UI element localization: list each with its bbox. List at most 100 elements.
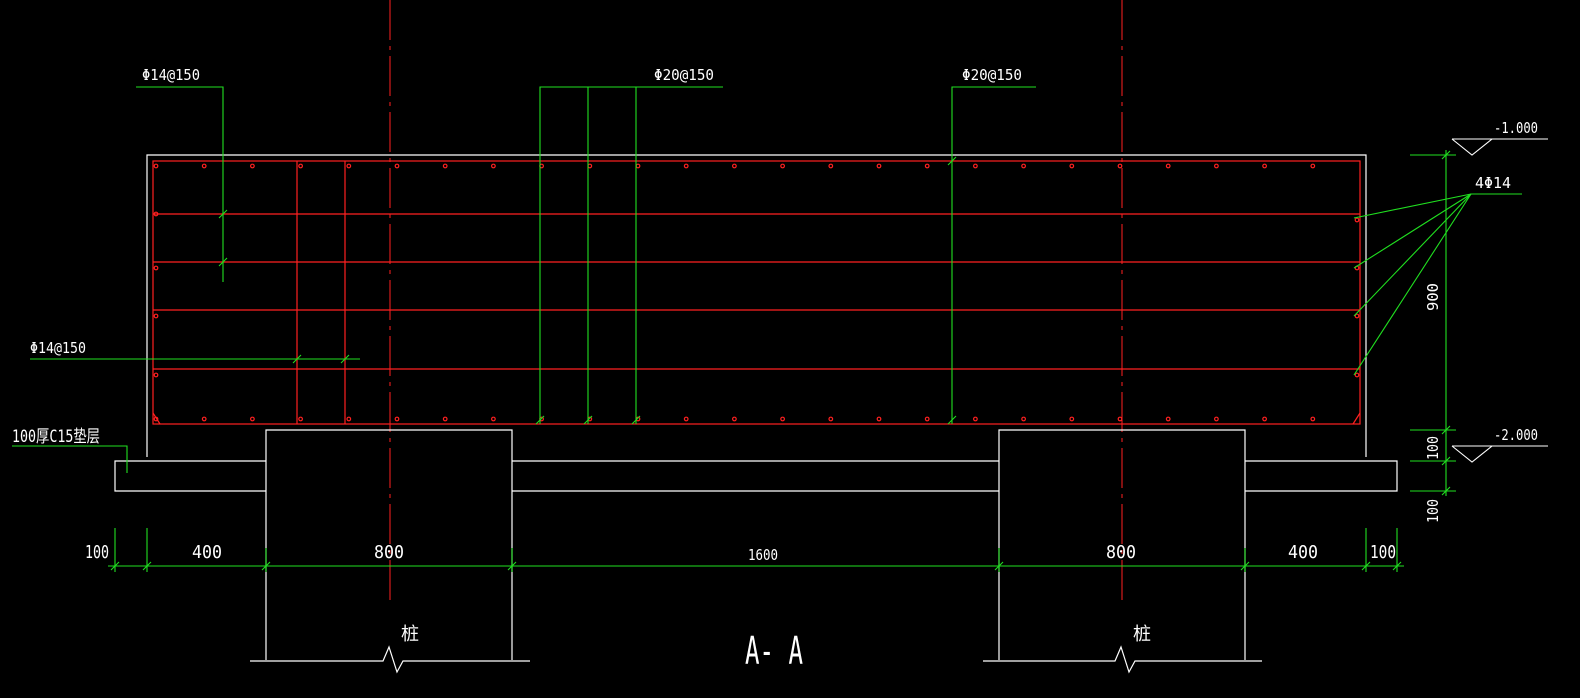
dim-ticks-vertical [1441,150,1451,496]
rebar-cage [152,160,1361,425]
rebar-dot [491,416,496,422]
dim-ticks-horizontal [110,561,1402,571]
rebar-dot [1117,163,1123,169]
rebar-dots-top [153,163,1316,169]
rebar-dots-left [153,211,159,378]
dim-label-100-left: 100 [85,542,109,563]
pile-left-outline [265,429,513,660]
rebar-dot [1213,416,1219,422]
rebar-dot [1213,163,1219,169]
label-pile-right: 桩 [1133,624,1151,645]
rebar-dot [1069,416,1075,422]
rebar-dot [1262,163,1267,169]
rebar-dot [828,163,834,169]
label-height-100b: 100 [1424,499,1442,523]
rebar-dot [201,163,207,169]
label-side-bars: 4Φ14 [1475,174,1511,192]
annotations [12,86,1522,572]
leader-top-right [951,86,1036,424]
rebar-dot [1310,163,1316,169]
rebar-dot [876,416,882,422]
leader-side-bar-1 [1353,193,1472,219]
rebar-dot [249,416,255,422]
cushion-layer-right [1245,460,1398,492]
rebar-dot [924,416,930,422]
rebar-dot [828,416,834,422]
rebar-dot [1165,163,1171,169]
rebar-dot [924,163,930,169]
label-rebar-top-right: Φ20@150 [962,66,1022,84]
rebar-dot [442,163,448,169]
rebar-dot [346,163,352,169]
rebar-dot [683,163,689,169]
rebar-dot [973,163,978,169]
rebar-dot [635,163,641,169]
label-pile-left: 桩 [401,624,419,645]
rebar-dot [394,163,400,169]
pile-right-break [983,645,1262,674]
text-labels: Φ14@150 Φ20@150 Φ20@150 Φ14@150 4Φ14 100… [12,66,1538,673]
leader-cushion [12,445,128,473]
dim-label-100-right: 100 [1370,542,1396,563]
label-rebar-top-mid: Φ20@150 [654,66,714,84]
rebar-dot [1117,416,1123,422]
leader-side-bar-4 [1353,193,1472,376]
elevation-markers [1451,138,1548,463]
label-height-100a: 100 [1424,436,1442,460]
dim-label-400-left: 400 [192,542,222,563]
rebar-dot [1165,416,1171,422]
rebar-dot [1021,416,1026,422]
rebar-hook [152,412,161,425]
rebar-dot [394,416,400,422]
section-title: A- A [745,629,803,673]
rebar-dot [442,416,448,422]
rebar-dot [683,416,689,422]
pile-right-outline [998,429,1246,660]
leader-side-bar-3 [1353,193,1472,317]
leader-ticks [218,156,957,425]
label-rebar-top-left: Φ14@150 [142,66,200,84]
rebar-dots-right [1354,217,1360,378]
concrete-outline [114,154,1398,674]
elevation-bottom-marker [1451,445,1494,463]
dim-label-800-right: 800 [1106,542,1136,563]
rebar-dot [153,163,159,169]
rebar-dots-bottom [153,416,1316,422]
label-rebar-left-mid: Φ14@150 [30,339,86,357]
dim-label-1600: 1600 [748,546,778,564]
dim-label-800-left: 800 [374,542,404,563]
leader-top-mid [539,86,723,424]
rebar-dot [876,163,882,169]
cushion-layer-left [114,460,266,492]
rebar-dot [249,163,255,169]
dim-label-400-right: 400 [1288,542,1318,563]
rebar-dot [780,416,785,422]
rebar-dot [346,416,352,422]
rebar-dot [732,416,737,422]
leader-top-left [136,86,224,282]
rebar-dot [1310,416,1316,422]
rebar-dot [298,163,304,169]
rebar-dot [973,416,978,422]
rebar-dot [298,416,304,422]
label-height-900: 900 [1424,283,1442,311]
centerlines [389,0,1123,600]
pile-cap-outline [146,154,1367,457]
label-elevation-top: -1.000 [1494,119,1538,137]
label-elevation-bottom: -2.000 [1494,426,1538,444]
rebar-dot [780,163,785,169]
pile-left-break [250,645,530,674]
elevation-top-marker [1451,138,1494,156]
dim-ext-horizontal [114,528,1398,572]
rebar-dot [1021,163,1026,169]
label-cushion: 100厚C15垫层 [12,427,100,447]
rebar-dot [1262,416,1267,422]
rebar-stirrup-outline [152,160,1361,425]
rebar-dot [201,416,207,422]
leader-side-bar-2 [1353,193,1472,269]
rebar-dot [732,163,737,169]
rebar-dot [1069,163,1075,169]
rebar-hook [1352,412,1361,425]
rebar-dot [491,163,496,169]
